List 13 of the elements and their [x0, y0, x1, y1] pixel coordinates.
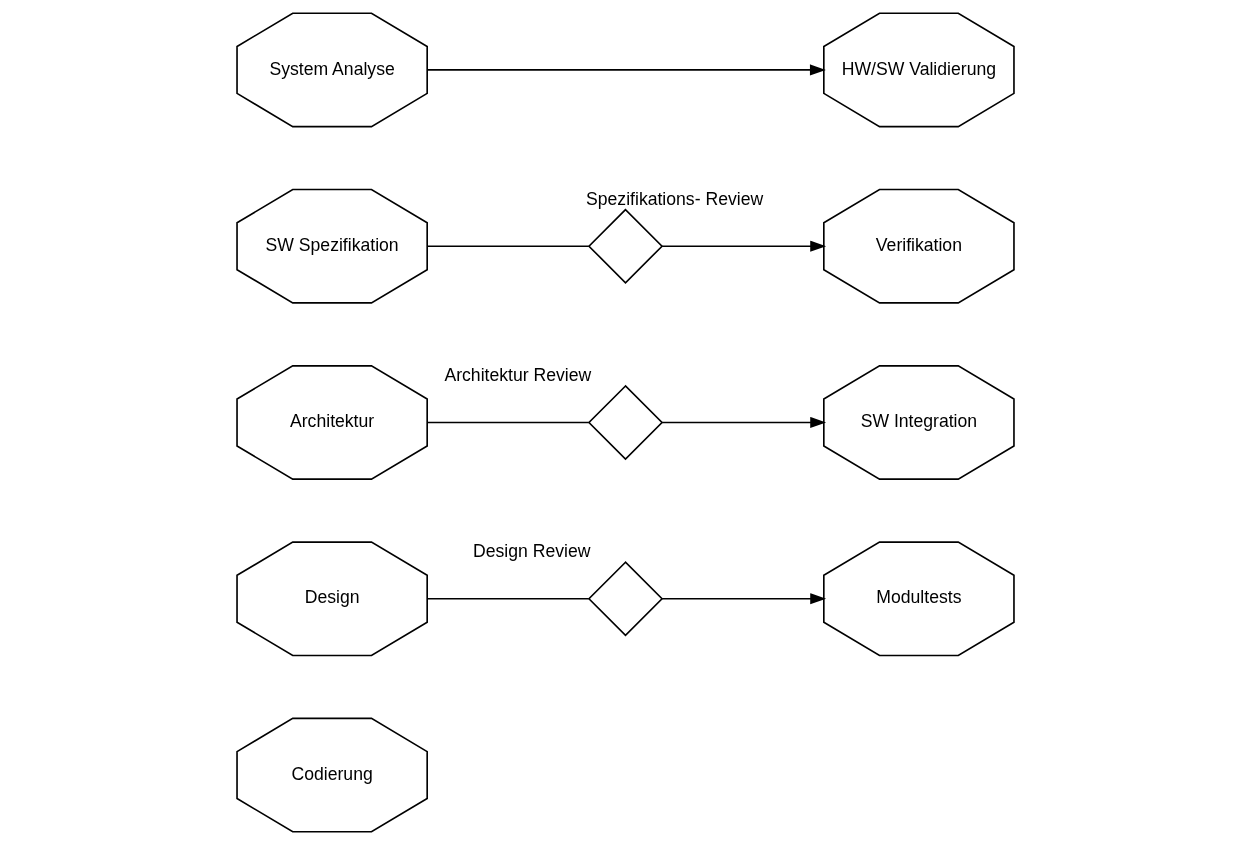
node-label: Architektur Review [444, 365, 592, 386]
node-diamond [587, 561, 664, 637]
arrow [661, 416, 827, 429]
arrow [426, 64, 826, 76]
arrow [661, 593, 827, 605]
node-diamond [587, 384, 664, 461]
connector [426, 597, 590, 600]
connector [426, 245, 590, 248]
node-label: Design Review [472, 541, 591, 562]
connector [426, 421, 590, 424]
node-label: Spezifikations- Review [586, 188, 764, 209]
arrow [661, 240, 827, 252]
node-diamond [587, 208, 664, 284]
